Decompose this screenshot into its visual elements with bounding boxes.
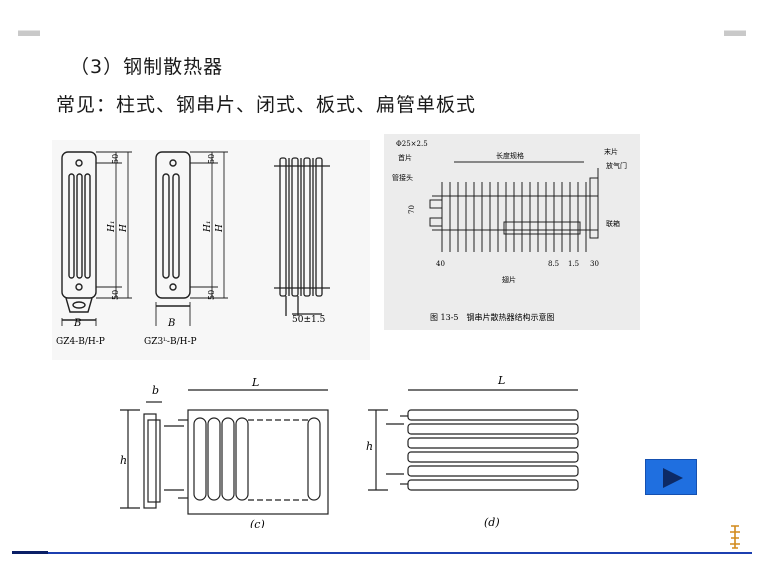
corner-decoration-right (724, 30, 746, 36)
dim-30-label: 30 (590, 260, 599, 268)
dim-b-label-left: B (73, 318, 81, 329)
dim-40-label: 40 (436, 260, 445, 268)
bottom-rule (12, 552, 752, 554)
dim-b-label: b (152, 384, 159, 397)
dim-h-label-flat: h (366, 440, 373, 453)
slide-subheading: 常见：柱式、钢串片、闭式、板式、扁管单板式 (56, 94, 477, 116)
dim-h-label-panel: h (120, 454, 127, 467)
flat-tube-radiator-drawing (368, 389, 579, 491)
flat-tube-radiator-figure: L h (d) (366, 374, 579, 528)
label-length: 长度规格 (496, 151, 524, 160)
label-connector: 联箱 (606, 219, 620, 228)
flat-caption: (d) (484, 516, 500, 528)
dim-top-label: 50 (111, 154, 120, 164)
column-radiator-side (155, 151, 191, 307)
slide-heading: （3）钢制散热器 (70, 56, 224, 78)
dim-h-label-2: H (215, 224, 225, 233)
dim-L-label-flat: L (497, 374, 505, 387)
column-radiator-front (61, 151, 97, 321)
closed-radiator-figure: b L h (c) (120, 376, 329, 528)
label-fin: 翅片 (502, 275, 516, 284)
play-icon (663, 468, 683, 488)
dim-bottom-label: 50 (111, 290, 120, 300)
dim-70-label: 70 (408, 205, 416, 214)
dim-b-label-right: B (167, 318, 175, 329)
steel-fin-radiator-drawing (429, 161, 599, 252)
column-radiator-figure: 50 50 H₁ H B GZ4-B/H-P 50 50 H₁ H B GZ3ᴸ… (52, 140, 370, 360)
panel-caption: (c) (250, 518, 265, 528)
label-end-plate: 末片 (604, 147, 618, 156)
column-radiator-top-view (274, 157, 330, 316)
dim-h1-label-2: H₁ (203, 221, 213, 233)
bottom-rule-accent (12, 551, 48, 554)
label-pipe-size: Φ25×2.5 (396, 140, 428, 148)
label-fitting: 管接头 (392, 173, 413, 182)
dim-85-label: 8.5 (548, 260, 559, 268)
closed-radiator-drawing (120, 389, 329, 515)
right-model-label: GZ3ᴸ-B/H-P (144, 337, 197, 347)
dim-pitch-label: 50±1.5 (292, 315, 326, 325)
dim-bottom-label-2: 50 (207, 290, 216, 300)
dim-h1-label: H₁ (107, 221, 117, 233)
next-slide-button[interactable] (645, 459, 697, 495)
dim-1p5-label: 1.5 (568, 260, 579, 268)
label-head-plate: 首片 (398, 153, 412, 162)
steel-fin-radiator-figure: Φ25×2.5 首片 管接头 长度规格 末片 放气门 联箱 翅片 70 40 8… (384, 134, 640, 330)
dim-top-label-2: 50 (207, 154, 216, 164)
steel-figure-caption: 图 13-5 钢串片散热器结构示意图 (430, 312, 555, 322)
left-model-label: GZ4-B/H-P (56, 337, 105, 347)
logo-icon (730, 525, 740, 549)
label-vent: 放气门 (606, 161, 627, 170)
dim-h-label: H (119, 224, 129, 233)
column-radiator-dims (61, 151, 132, 326)
dim-L-label: L (251, 376, 259, 389)
corner-decoration-left (18, 30, 40, 36)
